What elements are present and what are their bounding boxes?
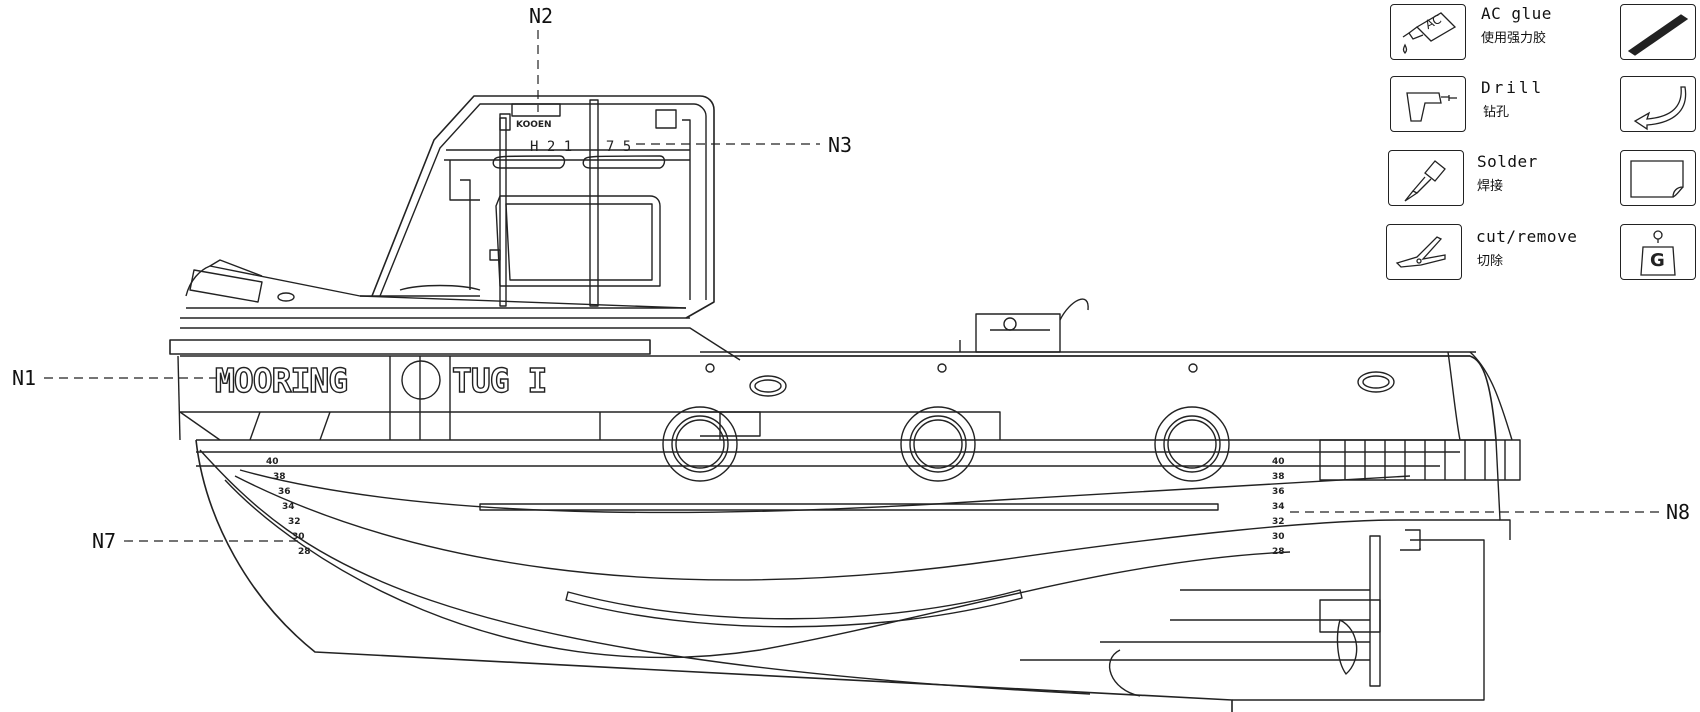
- draft-mark: 36: [278, 487, 291, 497]
- legend-ac-glue-zh: 使用强力胶: [1481, 31, 1547, 46]
- draft-mark: 40: [1272, 457, 1285, 467]
- draft-mark: 34: [282, 502, 295, 512]
- legend-drill-zh: 钻孔: [1483, 105, 1510, 120]
- draft-mark: 28: [1272, 547, 1285, 557]
- wheelhouse-window: [495, 195, 661, 287]
- legend-ac-glue-label: AC glue: [1481, 4, 1552, 23]
- tyre-1: [662, 406, 738, 482]
- name-board: KOOEN: [516, 120, 552, 130]
- legend-cut-label: cut/remove: [1476, 227, 1578, 246]
- draft-marks-stern: 40 38 36 34 32 30 28: [1272, 458, 1302, 568]
- wheelhouse-roof-frame: [371, 95, 715, 319]
- callout-n3: N3: [828, 133, 853, 157]
- drill-icon: [1390, 76, 1466, 132]
- bulwark: [177, 298, 1521, 481]
- weight-icon-label: G: [1650, 250, 1665, 271]
- draft-mark: 38: [273, 472, 286, 482]
- tyre-3: [1154, 406, 1230, 482]
- weight-icon: G: [1620, 224, 1696, 280]
- leader-lines: [44, 30, 1660, 542]
- registration-number: H 2 1 7 5: [530, 139, 632, 155]
- legend-drill-label: Drill: [1481, 78, 1545, 97]
- tyre-2: [900, 406, 976, 482]
- hull-name-part1: MOORING: [214, 361, 348, 400]
- draft-mark: 30: [292, 532, 305, 542]
- callout-n8: N8: [1666, 500, 1691, 524]
- pliers-icon: [1386, 224, 1462, 280]
- draft-mark: 36: [1272, 487, 1285, 497]
- hull-lower-window: [565, 589, 1023, 628]
- file-tool-icon: [1620, 4, 1696, 60]
- draft-mark: 38: [1272, 472, 1285, 482]
- sheet-corner-icon: [1620, 150, 1696, 206]
- legend-cut-zh: 切除: [1477, 254, 1504, 269]
- draft-mark: 28: [298, 547, 311, 557]
- tyre-fenders: [662, 406, 1230, 482]
- draft-mark: 32: [288, 517, 301, 527]
- hull: [195, 439, 1511, 712]
- glue-tube-icon: AC: [1390, 4, 1466, 60]
- draft-marks-bow: 40 38 36 34 32 30 28: [266, 458, 316, 568]
- callout-n1: N1: [12, 366, 37, 390]
- callout-n7: N7: [92, 529, 117, 553]
- legend-solder-zh: 焊接: [1477, 179, 1504, 194]
- soldering-iron-icon: [1388, 150, 1464, 206]
- keel-profile: [195, 439, 1233, 712]
- draft-mark: 30: [1272, 532, 1285, 542]
- hull-name-part2: TUG I: [451, 361, 548, 400]
- callout-n2: N2: [529, 4, 554, 28]
- draft-mark: 32: [1272, 517, 1285, 527]
- draft-mark: 34: [1272, 502, 1285, 512]
- draft-mark: 40: [266, 457, 279, 467]
- cabin: [169, 95, 741, 361]
- legend-solder-label: Solder: [1477, 152, 1538, 171]
- bend-arrow-icon: [1620, 76, 1696, 132]
